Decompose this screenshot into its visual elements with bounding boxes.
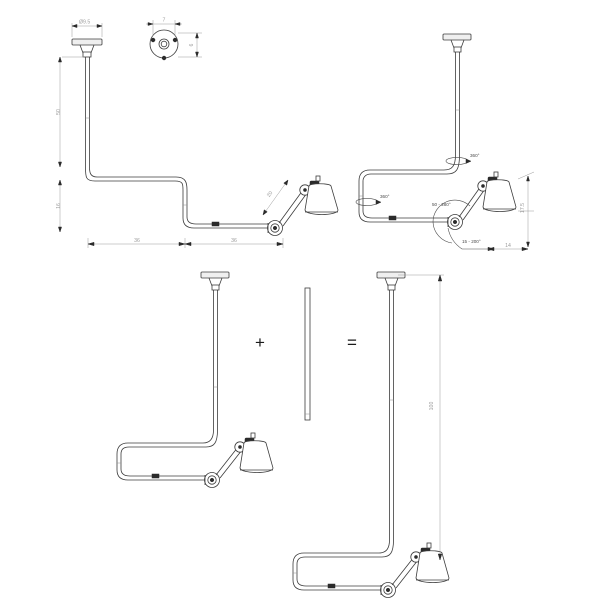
dim-drop-height-label: 50 — [56, 109, 62, 115]
dim-lower-drop-label: 16 — [56, 203, 62, 209]
view-top-left: Ø9.5 50 16 36 36 — [56, 20, 339, 248]
inline-switch-left — [211, 221, 220, 227]
lamp-head-left — [299, 175, 339, 215]
assembly-part-lamp-body — [116, 271, 274, 488]
dim-shade-height: 17.5 — [517, 171, 535, 248]
dim-shade-width-label: 14 — [505, 243, 511, 249]
angle-stem-rotation-label: 360° — [470, 153, 480, 158]
dim-lower-drop: 16 — [56, 179, 62, 233]
dim-arm-second-label: 36 — [231, 238, 237, 244]
dim-head-offset-label: 20 — [266, 190, 274, 198]
dim-shade-width: 14 — [487, 243, 529, 252]
dim-bolt-spacing-label: 7 — [163, 18, 166, 24]
assembly-part-assembled-lamp — [292, 271, 450, 598]
ceiling-canopy-left — [71, 38, 103, 58]
inline-switch-right — [388, 215, 397, 221]
ceiling-canopy-part3 — [376, 271, 406, 291]
dim-plate-height: 6 — [178, 32, 202, 58]
arm-joint-left — [267, 220, 283, 236]
angle-head-tilt: 50 - 280° — [432, 199, 471, 244]
upper-arm-right — [358, 154, 460, 182]
dim-arm-lengths: 36 36 — [87, 238, 284, 248]
dim-plate-height-label: 6 — [189, 43, 195, 46]
assembly-part-extension-rod — [304, 287, 311, 421]
diagonal-arm-right — [458, 185, 486, 221]
angle-arm-swing: 15 - 200° — [447, 227, 495, 252]
dim-canopy-diameter: Ø9.5 — [71, 20, 103, 37]
dim-canopy-diameter-label: Ø9.5 — [79, 20, 90, 26]
dim-bolt-spacing: 7 — [146, 18, 182, 36]
angle-arm-swing-label: 15 - 200° — [462, 239, 481, 244]
vertical-stem-left — [85, 57, 90, 167]
ceiling-canopy-right — [442, 33, 472, 53]
dim-drop-height: 50 — [56, 56, 84, 168]
ceiling-canopy-part1 — [200, 271, 230, 291]
angle-head-tilt-label: 50 - 280° — [432, 202, 451, 207]
dim-arm-first-label: 36 — [134, 238, 140, 244]
mid-arm-right — [358, 181, 448, 223]
vertical-stem-right — [455, 52, 460, 155]
operator-plus: + — [255, 333, 265, 352]
view-top-right: 360° 360° 50 - 280° 15 - 200° — [355, 33, 535, 252]
upper-arm-left — [85, 166, 188, 191]
dim-shade-height-label: 17.5 — [520, 203, 526, 213]
view-canopy-plate-detail: 7 6 — [146, 18, 202, 61]
diagonal-arm-left — [278, 189, 308, 227]
operator-equals: = — [347, 333, 357, 352]
rotation-symbol-stem: 360° — [445, 153, 480, 165]
arm-joint-right — [447, 214, 463, 230]
rotation-symbol-elbow: 360° — [355, 194, 390, 206]
angle-elbow-rotation-label: 360° — [380, 194, 390, 199]
dim-head-offset: 20 — [262, 179, 289, 216]
dim-total-drop-label: 100 — [429, 402, 435, 411]
lamp-head-right — [477, 171, 517, 212]
mid-arm-left — [182, 190, 268, 229]
dim-total-drop: 100 — [398, 274, 444, 561]
